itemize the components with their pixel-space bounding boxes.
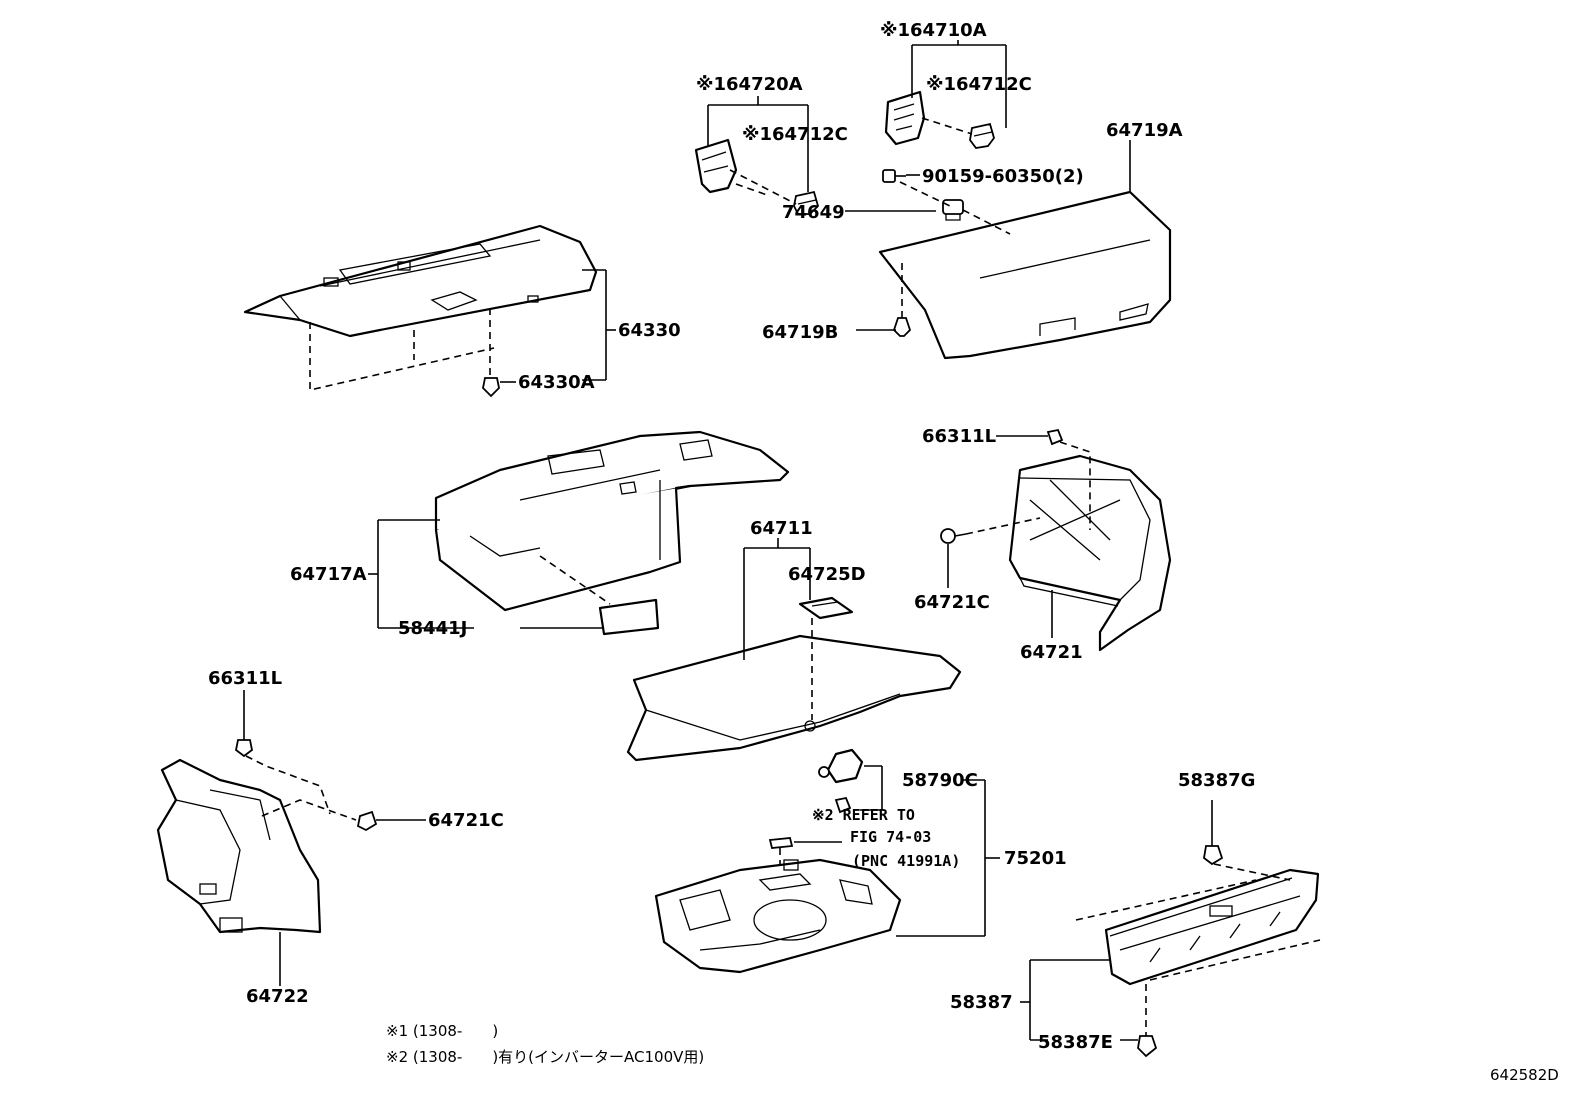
clip-58387e bbox=[1137, 1035, 1158, 1058]
label-64330a: 64330A bbox=[518, 372, 595, 393]
clip-66311l-a bbox=[1046, 428, 1064, 446]
label-164710a: ※164710A bbox=[880, 20, 987, 41]
label-58387g: 58387G bbox=[1178, 770, 1255, 791]
clip-64330a bbox=[482, 377, 500, 398]
clip-64719b bbox=[892, 317, 912, 337]
clip-64721c-a bbox=[940, 528, 967, 544]
scuff-plate bbox=[1104, 868, 1320, 986]
label-64725d: 64725D bbox=[788, 564, 866, 585]
hook-64725d bbox=[798, 596, 854, 620]
trunk-lid-trim bbox=[878, 190, 1172, 360]
label-164720a: ※164720A bbox=[696, 74, 803, 95]
label-90159-60350: 90159-60350(2) bbox=[922, 166, 1084, 187]
bracket-164710a bbox=[884, 90, 926, 146]
trunk-floor-mat bbox=[626, 634, 962, 762]
clip-66311l-b bbox=[235, 739, 253, 758]
trunk-front-trim bbox=[434, 430, 790, 612]
label-64721: 64721 bbox=[1020, 642, 1083, 663]
clip-64721c-b bbox=[356, 810, 378, 832]
clip-164712c-b bbox=[793, 190, 820, 215]
label-64717a: 64717A bbox=[290, 564, 367, 585]
label-74649: 74649 bbox=[782, 202, 845, 223]
label-164712c-b: ※164712C bbox=[742, 124, 848, 145]
refer-note-line2: FIG 74-03 bbox=[850, 828, 931, 846]
clip-74649 bbox=[942, 199, 964, 221]
trunk-side-trim-rh bbox=[1008, 454, 1172, 652]
trunk-side-trim-lh bbox=[156, 758, 322, 934]
label-164712c-a: ※164712C bbox=[926, 74, 1032, 95]
label-66311l-a: 66311L bbox=[922, 426, 996, 447]
screw-90159 bbox=[882, 169, 906, 183]
label-58790c: 58790C bbox=[902, 770, 978, 791]
footnote-2: ※2 (1308- )有り(インバーターAC100V用) bbox=[386, 1048, 704, 1066]
bracket-164720a bbox=[694, 138, 738, 194]
refer-note-line3: (PNC 41991A) bbox=[852, 852, 960, 870]
label-64719b: 64719B bbox=[762, 322, 838, 343]
package-tray-trim bbox=[243, 224, 598, 338]
footnote-1: ※1 (1308- ) bbox=[386, 1022, 498, 1040]
label-66311l-b: 66311L bbox=[208, 668, 282, 689]
label-64711: 64711 bbox=[750, 518, 813, 539]
label-58387: 58387 bbox=[950, 992, 1013, 1013]
refer-note-line1: ※2 REFER TO bbox=[812, 806, 915, 824]
label-64330: 64330 bbox=[618, 320, 681, 341]
bracket-58790c bbox=[818, 748, 864, 814]
trunk-tool-box bbox=[654, 858, 902, 974]
inverter-part bbox=[768, 837, 794, 849]
label-75201: 75201 bbox=[1004, 848, 1067, 869]
label-64719a: 64719A bbox=[1106, 120, 1183, 141]
label-58441j: 58441J bbox=[398, 618, 467, 639]
clip-58387g bbox=[1203, 845, 1224, 866]
figure-code: 642582D bbox=[1490, 1066, 1559, 1084]
label-64721c-a: 64721C bbox=[914, 592, 990, 613]
pad-58441j bbox=[598, 598, 660, 636]
label-58387e: 58387E bbox=[1038, 1032, 1113, 1053]
clip-164712c-a bbox=[969, 122, 995, 149]
label-64721c-b: 64721C bbox=[428, 810, 504, 831]
label-64722: 64722 bbox=[246, 986, 309, 1007]
